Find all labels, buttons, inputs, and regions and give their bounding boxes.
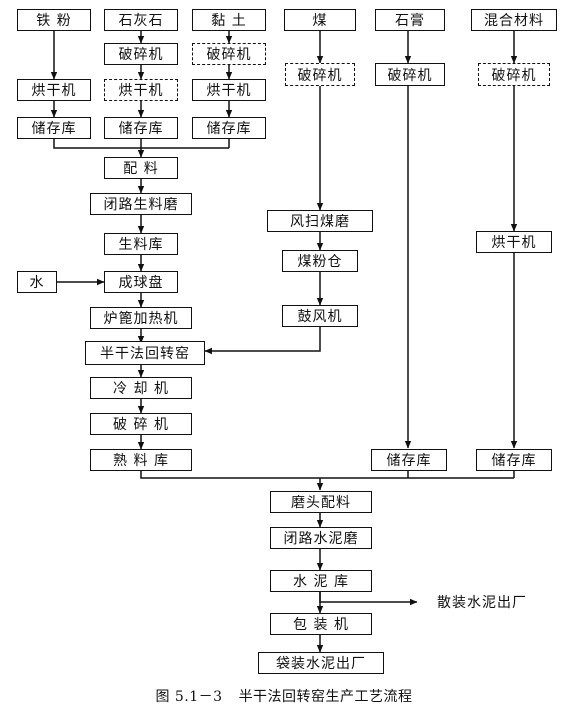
- node-dryer-admixture: 烘干机: [476, 231, 552, 253]
- node-storage-iron: 储存库: [17, 117, 91, 139]
- arrow-silo-to-bulk: [319, 592, 418, 606]
- node-crusher-gypsum: 破碎机: [375, 63, 445, 86]
- node-batching: 配 料: [104, 157, 178, 179]
- node-cooler: 冷 却 机: [90, 377, 192, 399]
- node-storage-clay: 储存库: [192, 117, 266, 139]
- node-coal: 煤: [284, 9, 356, 31]
- node-storage-gypsum: 储存库: [371, 449, 447, 471]
- merge-storages-to-batching: [53, 139, 230, 149]
- node-bagged-out: 袋装水泥出厂: [258, 652, 384, 674]
- node-grinding-batching: 磨头配料: [270, 491, 372, 513]
- node-dryer-limestone: 烘干机: [104, 79, 178, 101]
- node-crusher-clay: 破碎机: [192, 43, 266, 65]
- caption-number: 图 5.1－3: [155, 689, 223, 705]
- node-grate-heater: 炉篦加热机: [90, 307, 192, 329]
- node-crusher-coal: 破碎机: [285, 63, 355, 86]
- node-limestone: 石灰石: [104, 9, 178, 31]
- figure-caption: 图 5.1－3 半干法回转窑生产工艺流程: [0, 686, 568, 706]
- node-admixture: 混合材料: [471, 9, 557, 31]
- node-blower: 鼓风机: [282, 305, 358, 327]
- node-rotary-kiln: 半干法回转窑: [85, 341, 205, 365]
- node-water: 水: [17, 271, 57, 293]
- node-crusher-limestone: 破碎机: [104, 43, 178, 65]
- node-dryer-clay: 烘干机: [192, 79, 266, 101]
- node-raw-mill: 闭路生料磨: [90, 193, 192, 215]
- node-clinker-silo: 熟 料 库: [90, 449, 192, 471]
- node-cement-silo: 水 泥 库: [270, 570, 372, 592]
- node-storage-limestone: 储存库: [104, 117, 178, 139]
- node-iron-powder: 铁 粉: [17, 9, 91, 31]
- node-bulk-out: 散装水泥出厂: [437, 595, 527, 611]
- node-storage-admixture: 储存库: [476, 449, 552, 471]
- node-balling-pan: 成球盘: [104, 271, 178, 293]
- node-dryer-iron: 烘干机: [17, 79, 91, 101]
- node-clinker-crusher: 破 碎 机: [90, 413, 192, 435]
- arrow-blower-to-kiln: [204, 327, 321, 355]
- node-gypsum: 石膏: [375, 9, 445, 31]
- node-packer: 包 装 机: [270, 613, 372, 635]
- node-coal-bin: 煤粉仓: [282, 250, 358, 272]
- node-crusher-admixture: 破碎机: [478, 63, 550, 86]
- node-raw-silo: 生料库: [104, 233, 178, 255]
- node-coal-mill: 风扫煤磨: [267, 210, 373, 232]
- merge-to-grinding: [140, 471, 515, 479]
- node-cement-mill: 闭路水泥磨: [270, 527, 372, 549]
- node-clay: 黏 土: [192, 9, 266, 31]
- caption-title: 半干法回转窑生产工艺流程: [238, 689, 413, 705]
